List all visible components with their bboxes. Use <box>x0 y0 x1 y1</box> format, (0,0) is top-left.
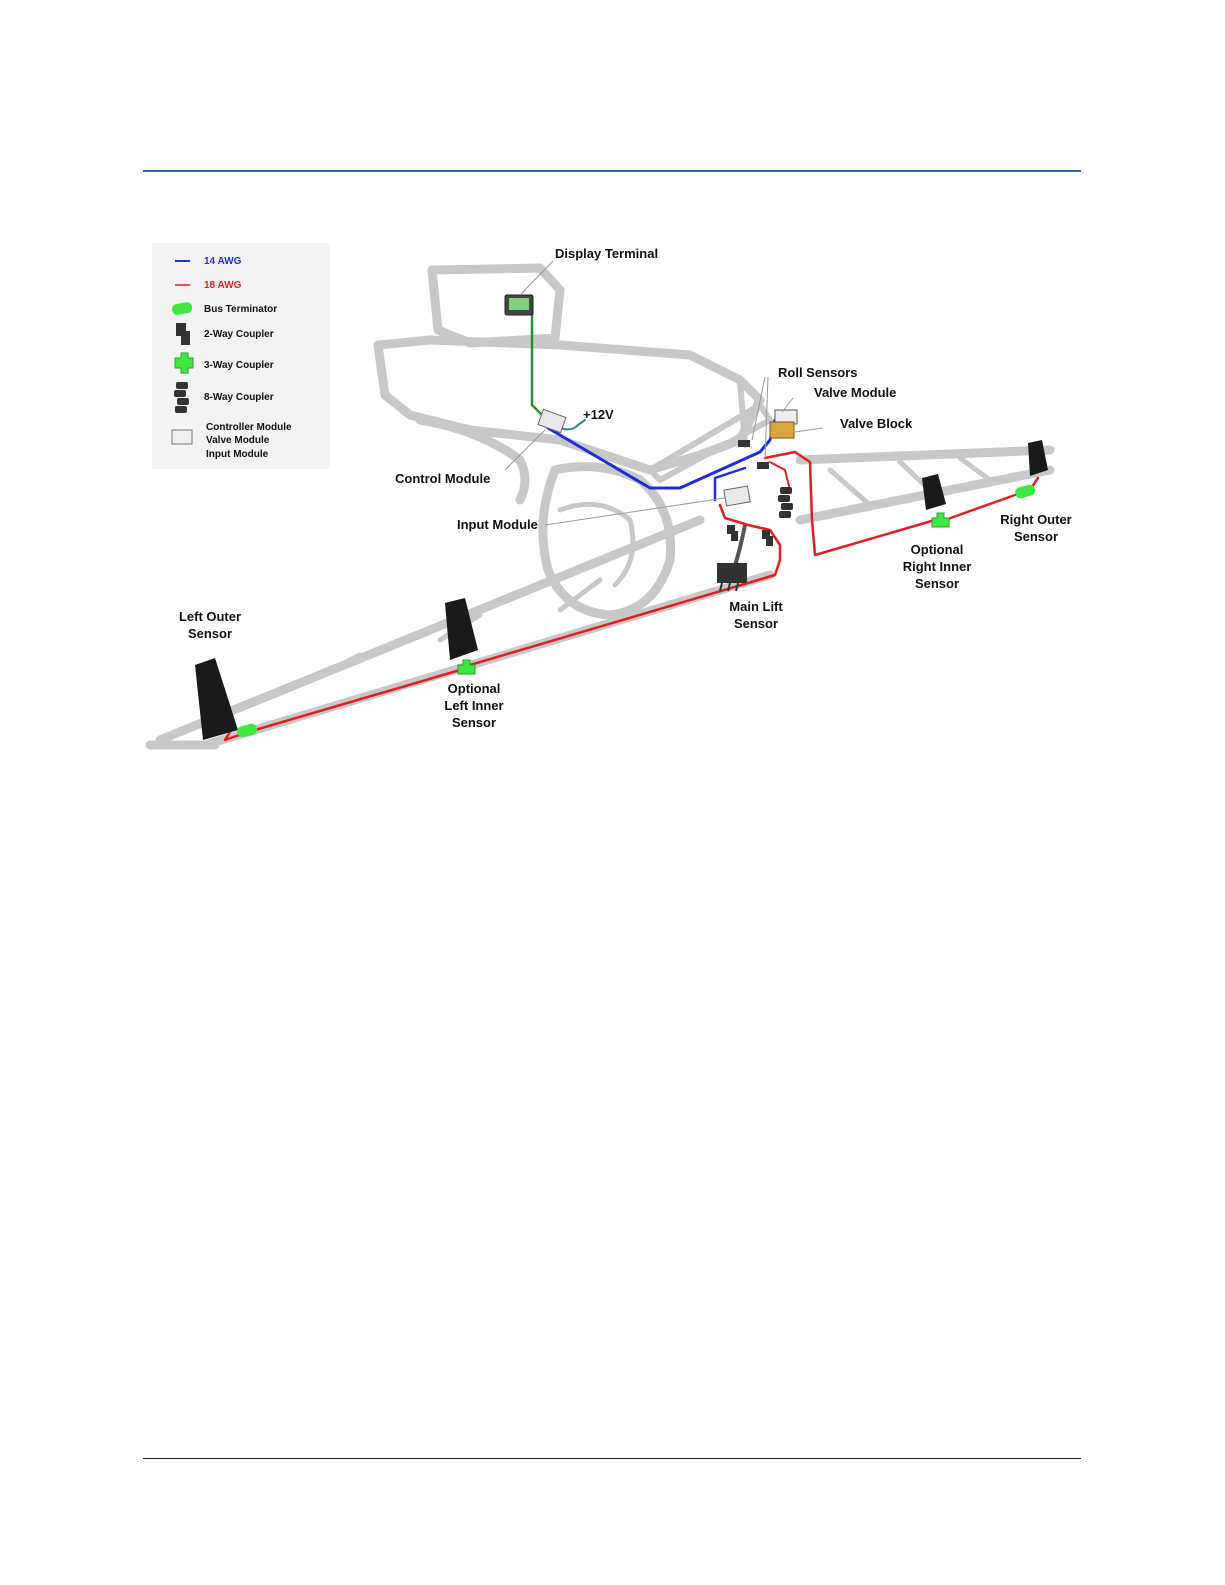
legend-controller-module-label: Controller Module <box>206 422 292 433</box>
control-module-icon <box>537 408 567 434</box>
display-cable <box>530 310 547 420</box>
red-left-inner <box>468 503 782 667</box>
right-inner-sensor-icon <box>922 474 946 510</box>
plus-12v-label: +12V <box>583 407 614 422</box>
right-boom-upper <box>795 445 1055 465</box>
cab-outline <box>427 263 565 348</box>
legend-14awg-label: 14 AWG <box>204 256 242 267</box>
left-inner-sensor-icon <box>445 598 478 660</box>
legend-18awg-label: 18 AWG <box>204 280 242 291</box>
valve-module-label: Valve Module <box>814 385 896 400</box>
header-rule <box>143 170 1081 172</box>
2-way-coupler-icon <box>762 530 773 546</box>
body-outline <box>373 335 765 475</box>
main-lift-label-line2: Sensor <box>734 616 778 631</box>
8-way-coupler-icon <box>778 487 793 518</box>
right-inner-label-line1: Optional <box>911 542 964 557</box>
left-inner-label-line1: Optional <box>448 681 501 696</box>
3-way-coupler-icon <box>174 352 194 374</box>
footer-rule <box>143 1458 1081 1459</box>
left-boom-upper <box>155 515 705 745</box>
left-inner-label-line2: Left Inner <box>444 698 503 713</box>
components <box>195 294 1048 740</box>
blue-input-lead <box>713 466 747 502</box>
bus-terminator-icon <box>237 723 258 738</box>
right-inner-label-line3: Sensor <box>915 576 959 591</box>
2-way-coupler-icon <box>176 323 190 345</box>
display-terminal-icon <box>504 294 534 316</box>
right-inner-label-line2: Right Inner <box>903 559 972 574</box>
right-outer-label-line2: Sensor <box>1014 529 1058 544</box>
valve-block-label: Valve Block <box>840 416 913 431</box>
roll-sensors-label: Roll Sensors <box>778 365 857 380</box>
right-outer-label-line1: Right Outer <box>1000 512 1072 527</box>
legend-valve-module-label: Valve Module <box>206 435 270 446</box>
8-way-coupler-icon <box>174 382 189 413</box>
3-way-coupler-icon <box>457 659 476 675</box>
left-outer-label-line1: Left Outer <box>179 609 241 624</box>
module-icon <box>171 429 193 445</box>
legend-input-module-label: Input Module <box>206 449 269 460</box>
left-outer-label-line2: Sensor <box>188 626 232 641</box>
front-fender-outline <box>415 415 530 505</box>
main-lift-label-line1: Main Lift <box>729 599 783 614</box>
roll-sensor-icon <box>757 462 769 469</box>
input-module-icon <box>723 485 751 507</box>
display-terminal-label: Display Terminal <box>555 246 658 261</box>
roll-sensor-icon <box>738 440 750 447</box>
labels: Display Terminal Roll Sensors Valve Modu… <box>179 246 1072 730</box>
valve-module-icon <box>769 409 798 439</box>
control-module-label: Control Module <box>395 471 490 486</box>
legend-8way-label: 8-Way Coupler <box>204 392 274 403</box>
bus-terminator-icon <box>1015 484 1036 499</box>
red-right-inner <box>763 450 937 557</box>
2-way-coupler-icon <box>727 525 738 541</box>
red-left-outer <box>223 668 462 742</box>
bus-terminator-icon <box>172 302 193 315</box>
left-outer-sensor-icon <box>195 658 238 740</box>
input-module-label: Input Module <box>457 517 538 532</box>
left-inner-label-line3: Sensor <box>452 715 496 730</box>
legend-bus-terminator-label: Bus Terminator <box>204 304 277 315</box>
leader-lines <box>504 260 824 526</box>
main-lift-sensor-icon <box>717 524 747 592</box>
legend: 14 AWG 18 AWG Bus Terminator 2-Way Coupl… <box>152 243 330 469</box>
right-outer-sensor-icon <box>1028 440 1048 476</box>
legend-2way-label: 2-Way Coupler <box>204 329 274 340</box>
3-way-coupler-icon <box>931 512 950 528</box>
legend-3way-label: 3-Way Coupler <box>204 360 274 371</box>
